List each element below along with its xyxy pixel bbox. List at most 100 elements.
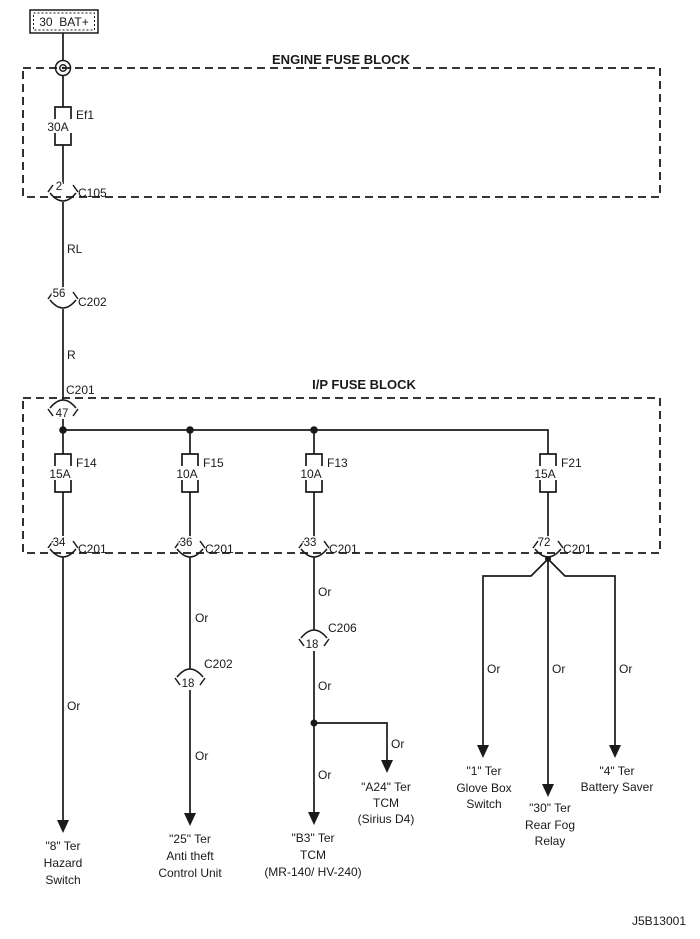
connector-c201-47: C201 47 [47,383,95,422]
connector-c105: 2 C105 [47,180,107,202]
fuse-name: F15 [203,456,224,470]
wire-color-label: Or [195,749,208,763]
wire-segment [482,558,549,746]
connector-name: C201 [563,542,592,556]
destination-line: (Sirius D4) [358,812,415,826]
branch-anti-theft: Or C202 18 Or "25" Ter Anti theft Contro… [158,557,233,880]
wire-color-label: Or [391,737,404,751]
destination-line: "A24" Ter [361,780,411,794]
destination-line: Switch [466,797,501,811]
fuse-top-bracket [54,106,72,119]
connector-arc-icon [49,299,77,309]
connector-name: C201 [329,542,358,556]
wire-color-label: Or [318,585,331,599]
destination-line: Anti theft [166,849,214,863]
fuse-f21: F21 15A [534,453,582,493]
engine-fuse-block-title: ENGINE FUSE BLOCK [272,52,411,67]
fuse-rating: 15A [49,467,70,481]
wire-segment [547,558,616,746]
connector-pin: 56 [53,288,66,300]
arrow-down-icon [57,820,69,833]
connector-pin: 18 [306,639,319,651]
connector-c206-18: C206 18 [298,621,357,653]
engine-fuse-block-box [22,67,661,198]
arrow-down-icon [184,813,196,826]
fuse-rating: 10A [176,467,197,481]
connector-pin: 34 [53,537,66,549]
connector-c201-36: 36 C201 [174,536,234,558]
destination-line: TCM [373,796,399,810]
connector-pin: 18 [182,678,195,690]
branch-hazard-switch: Or "8" Ter Hazard Switch [44,557,83,887]
ip-fuse-block-title: I/P FUSE BLOCK [312,377,416,392]
connector-name: C201 [78,542,107,556]
destination-line: Relay [535,834,566,848]
fuse-f14: F14 15A [49,453,97,493]
fuse-name: F14 [76,456,97,470]
connector-arc-icon [300,629,328,639]
connector-pin: 72 [538,537,551,549]
connector-pin: 47 [56,408,69,420]
destination-line: Rear Fog [525,818,575,832]
wire-segment [314,722,388,761]
destination-line: "30" Ter [529,801,571,815]
destination-line: (MR-140/ HV-240) [264,865,361,879]
destination-line: Battery Saver [581,780,654,794]
destination-line: "1" Ter [467,764,502,778]
diagram-code: J5B13001 [632,914,686,928]
destination-line: Switch [45,873,80,887]
connector-name: C202 [78,295,107,309]
arrow-down-icon [542,784,554,797]
destination-line: "B3" Ter [292,831,335,845]
connector-arc-icon [49,192,77,202]
connector-name: C206 [328,621,357,635]
ip-fuse-block-box [22,397,661,554]
connector-name: C201 [205,542,234,556]
connector-c201-33: 33 C201 [298,536,358,558]
connector-pin: 2 [56,181,62,193]
wire-color-label: Or [318,679,331,693]
connector-arc-icon [176,668,204,678]
connector-pin: 36 [180,537,193,549]
destination-line: TCM [300,848,326,862]
connector-c201-72: 72 C201 [532,536,592,558]
fuse-f15: F15 10A [176,453,224,493]
wire-color-label: R [67,348,76,362]
fuse-name: Ef1 [76,108,94,122]
bus-line [63,429,549,454]
wire-color-label: RL [67,242,83,256]
destination-line: "25" Ter [169,832,211,846]
wire-color-label: Or [552,662,565,676]
wire-color-label: Or [67,699,80,713]
destination-line: Glove Box [456,781,511,795]
destination-line: Hazard [44,856,83,870]
branch-triple-split: Or Or Or "1" Ter Glove Box Switch "30" T… [456,556,653,848]
connector-name: C105 [78,186,107,200]
arrow-down-icon [381,760,393,773]
fuse-rating: 30A [47,120,68,134]
destination-line: Control Unit [158,866,222,880]
fuse-name: F13 [327,456,348,470]
arrow-down-icon [308,812,320,825]
arrow-down-icon [477,745,489,758]
arrow-down-icon [609,745,621,758]
battery-feed-outline [29,9,99,34]
battery-feed-label: 30 BAT+ [39,15,88,29]
connector-c202-56: 56 C202 [47,287,107,309]
connector-arc-icon [49,399,77,409]
destination-line: "4" Ter [600,764,635,778]
connector-pin: 33 [304,537,317,549]
wire-color-label: Or [487,662,500,676]
fuse-name: F21 [561,456,582,470]
branch-tcm: Or C206 18 Or Or "A24" Ter TCM (Sirius D… [264,557,414,879]
battery-feed-box: 30 BAT+ [29,9,99,34]
wire-color-label: Or [195,611,208,625]
connector-name: C202 [204,657,233,671]
connector-name: C201 [66,383,95,397]
wire-color-label: Or [318,768,331,782]
fuse-rating: 10A [300,467,321,481]
battery-feed-inner-outline [33,12,95,31]
